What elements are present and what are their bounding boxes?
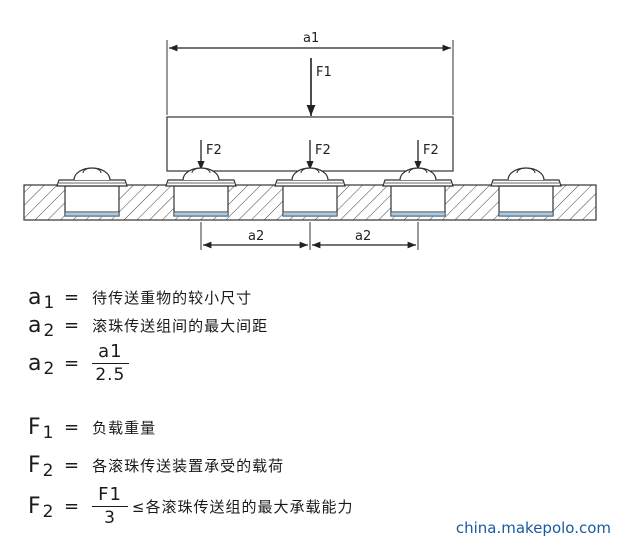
ball-transfer-unit [382,167,454,217]
equals-sign: = [64,287,81,308]
label-F2: F2 [423,143,439,158]
label-F2: F2 [315,143,331,158]
label-a2-left: a2 [248,229,264,244]
equals-sign: = [64,417,81,438]
ball-transfer-unit [165,167,237,217]
definition-text: 待传送重物的较小尺寸 [92,289,253,307]
equals-sign: = [64,315,81,336]
definition-text: 各滚珠传送装置承受的载荷 [92,457,285,475]
fraction: a1 2.5 [92,341,129,386]
equals-sign: = [64,496,81,517]
ball-transfer-unit [490,167,562,217]
force-F2-right: F2 [414,140,439,170]
ball-transfer-unit [56,167,128,217]
fraction-denominator: 2.5 [95,365,126,385]
dimension-a1: a1 [166,31,454,115]
force-F1: F1 [306,58,332,116]
label-F1: F1 [316,65,332,80]
definition-text: ≤各滚珠传送组的最大承载能力 [131,498,354,516]
label-F2: F2 [206,143,222,158]
label-a1: a1 [303,31,319,46]
fraction-numerator: F1 [92,484,128,507]
watermark: china.makepolo.com [455,519,611,537]
ball-transfer-diagram: a1 F1 F2 F2 F2 a2 a2 [23,31,597,250]
force-F2-left: F2 [197,140,222,170]
label-a2-right: a2 [355,229,371,244]
fraction-numerator: a1 [92,341,129,364]
definition-text: 负载重量 [92,419,157,437]
fraction-denominator: 3 [104,508,116,528]
force-F2-middle: F2 [306,140,331,170]
fraction: F1 3 [92,484,128,529]
equals-sign: = [64,455,81,476]
definition-text: 滚珠传送组间的最大间距 [92,317,269,335]
ball-transfer-units [56,167,562,217]
ball-transfer-unit [274,167,346,217]
equals-sign: = [64,353,81,374]
dimension-a2: a2 a2 [200,222,419,250]
